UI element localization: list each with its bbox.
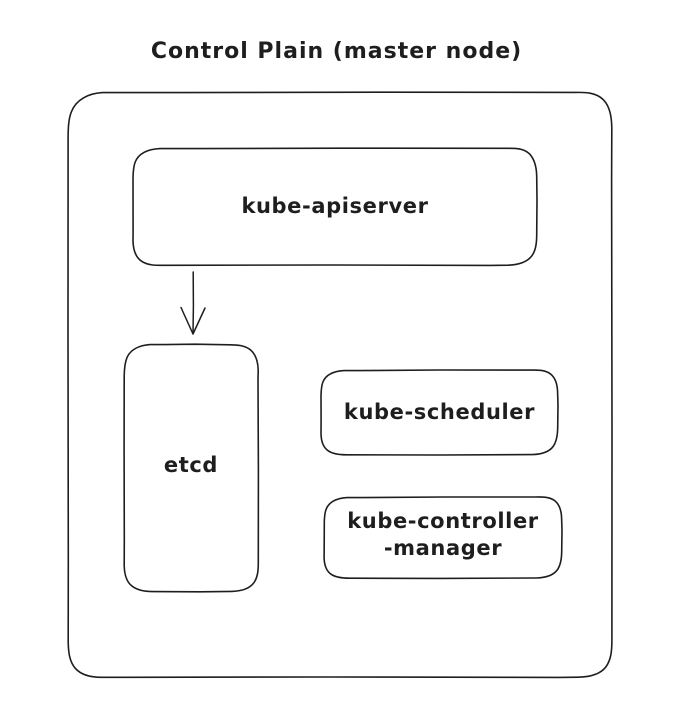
kube-scheduler-box-outline bbox=[320, 369, 559, 456]
kube-controller-manager-box-outline bbox=[323, 496, 563, 580]
kube-apiserver-box[interactable] bbox=[132, 147, 538, 267]
apiserver-to-etcd-arrowhead bbox=[180, 306, 206, 335]
kube-controller-manager-box[interactable] bbox=[323, 496, 563, 580]
kube-scheduler-box[interactable] bbox=[320, 369, 559, 456]
kube-controller-manager-label: kube-controller -manager bbox=[347, 509, 539, 560]
etcd-box-outline bbox=[123, 343, 260, 593]
kube-apiserver-box-outline bbox=[132, 147, 538, 267]
control-plane-container-outline bbox=[67, 91, 613, 679]
etcd-label: etcd bbox=[163, 453, 219, 477]
control-plane-container[interactable] bbox=[67, 91, 613, 679]
kube-scheduler-label: kube-scheduler bbox=[343, 400, 536, 424]
apiserver-to-etcd-arrow[interactable] bbox=[180, 271, 206, 335]
page-title: Control Plain (master node) bbox=[150, 39, 523, 64]
etcd-box[interactable] bbox=[123, 343, 260, 593]
kube-apiserver-label: kube-apiserver bbox=[241, 194, 429, 218]
